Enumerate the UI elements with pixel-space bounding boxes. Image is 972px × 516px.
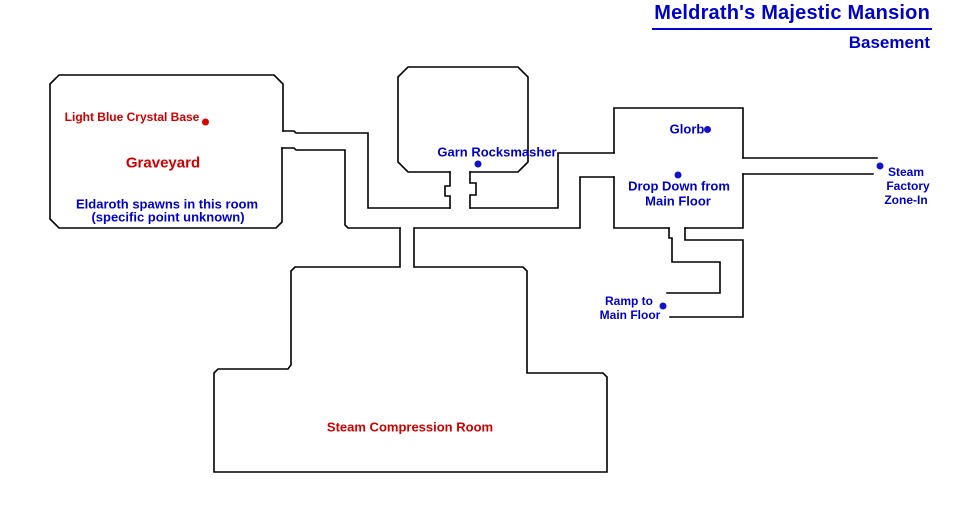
steam-factory-zone-in-dot [876, 162, 884, 170]
junction-bottom-east-wall [414, 176, 615, 229]
drop-down-dot [674, 171, 682, 179]
crystal-base-dot [202, 118, 209, 126]
drop-room-top-walls [613, 107, 744, 159]
middle-room-door-right-jog [469, 171, 477, 209]
title-block: Meldrath's Majestic Mansion Basement [652, 2, 932, 53]
glorb-dot [704, 126, 711, 133]
junction-top-east-wall [469, 152, 615, 209]
drop-room-left-bottom-wall [613, 176, 670, 229]
graveyard-room-outline [49, 74, 284, 229]
ramp-dot [659, 302, 667, 310]
drop-room-right-bottom-wall [684, 173, 744, 229]
garn-rocksmasher-dot [474, 160, 482, 168]
ramp-corridor-inner-wall [666, 227, 721, 294]
ramp-corridor-outer-wall [669, 227, 744, 318]
middle-room-door-left-jog [444, 171, 451, 209]
middle-room-outline [397, 66, 529, 173]
page-subtitle: Basement [848, 33, 930, 52]
page-title: Meldrath's Majestic Mansion [652, 2, 932, 30]
corridor-a-bottom-wall [281, 147, 401, 229]
corridor-a-top-wall [282, 130, 451, 209]
steam-compression-complex [213, 227, 608, 473]
